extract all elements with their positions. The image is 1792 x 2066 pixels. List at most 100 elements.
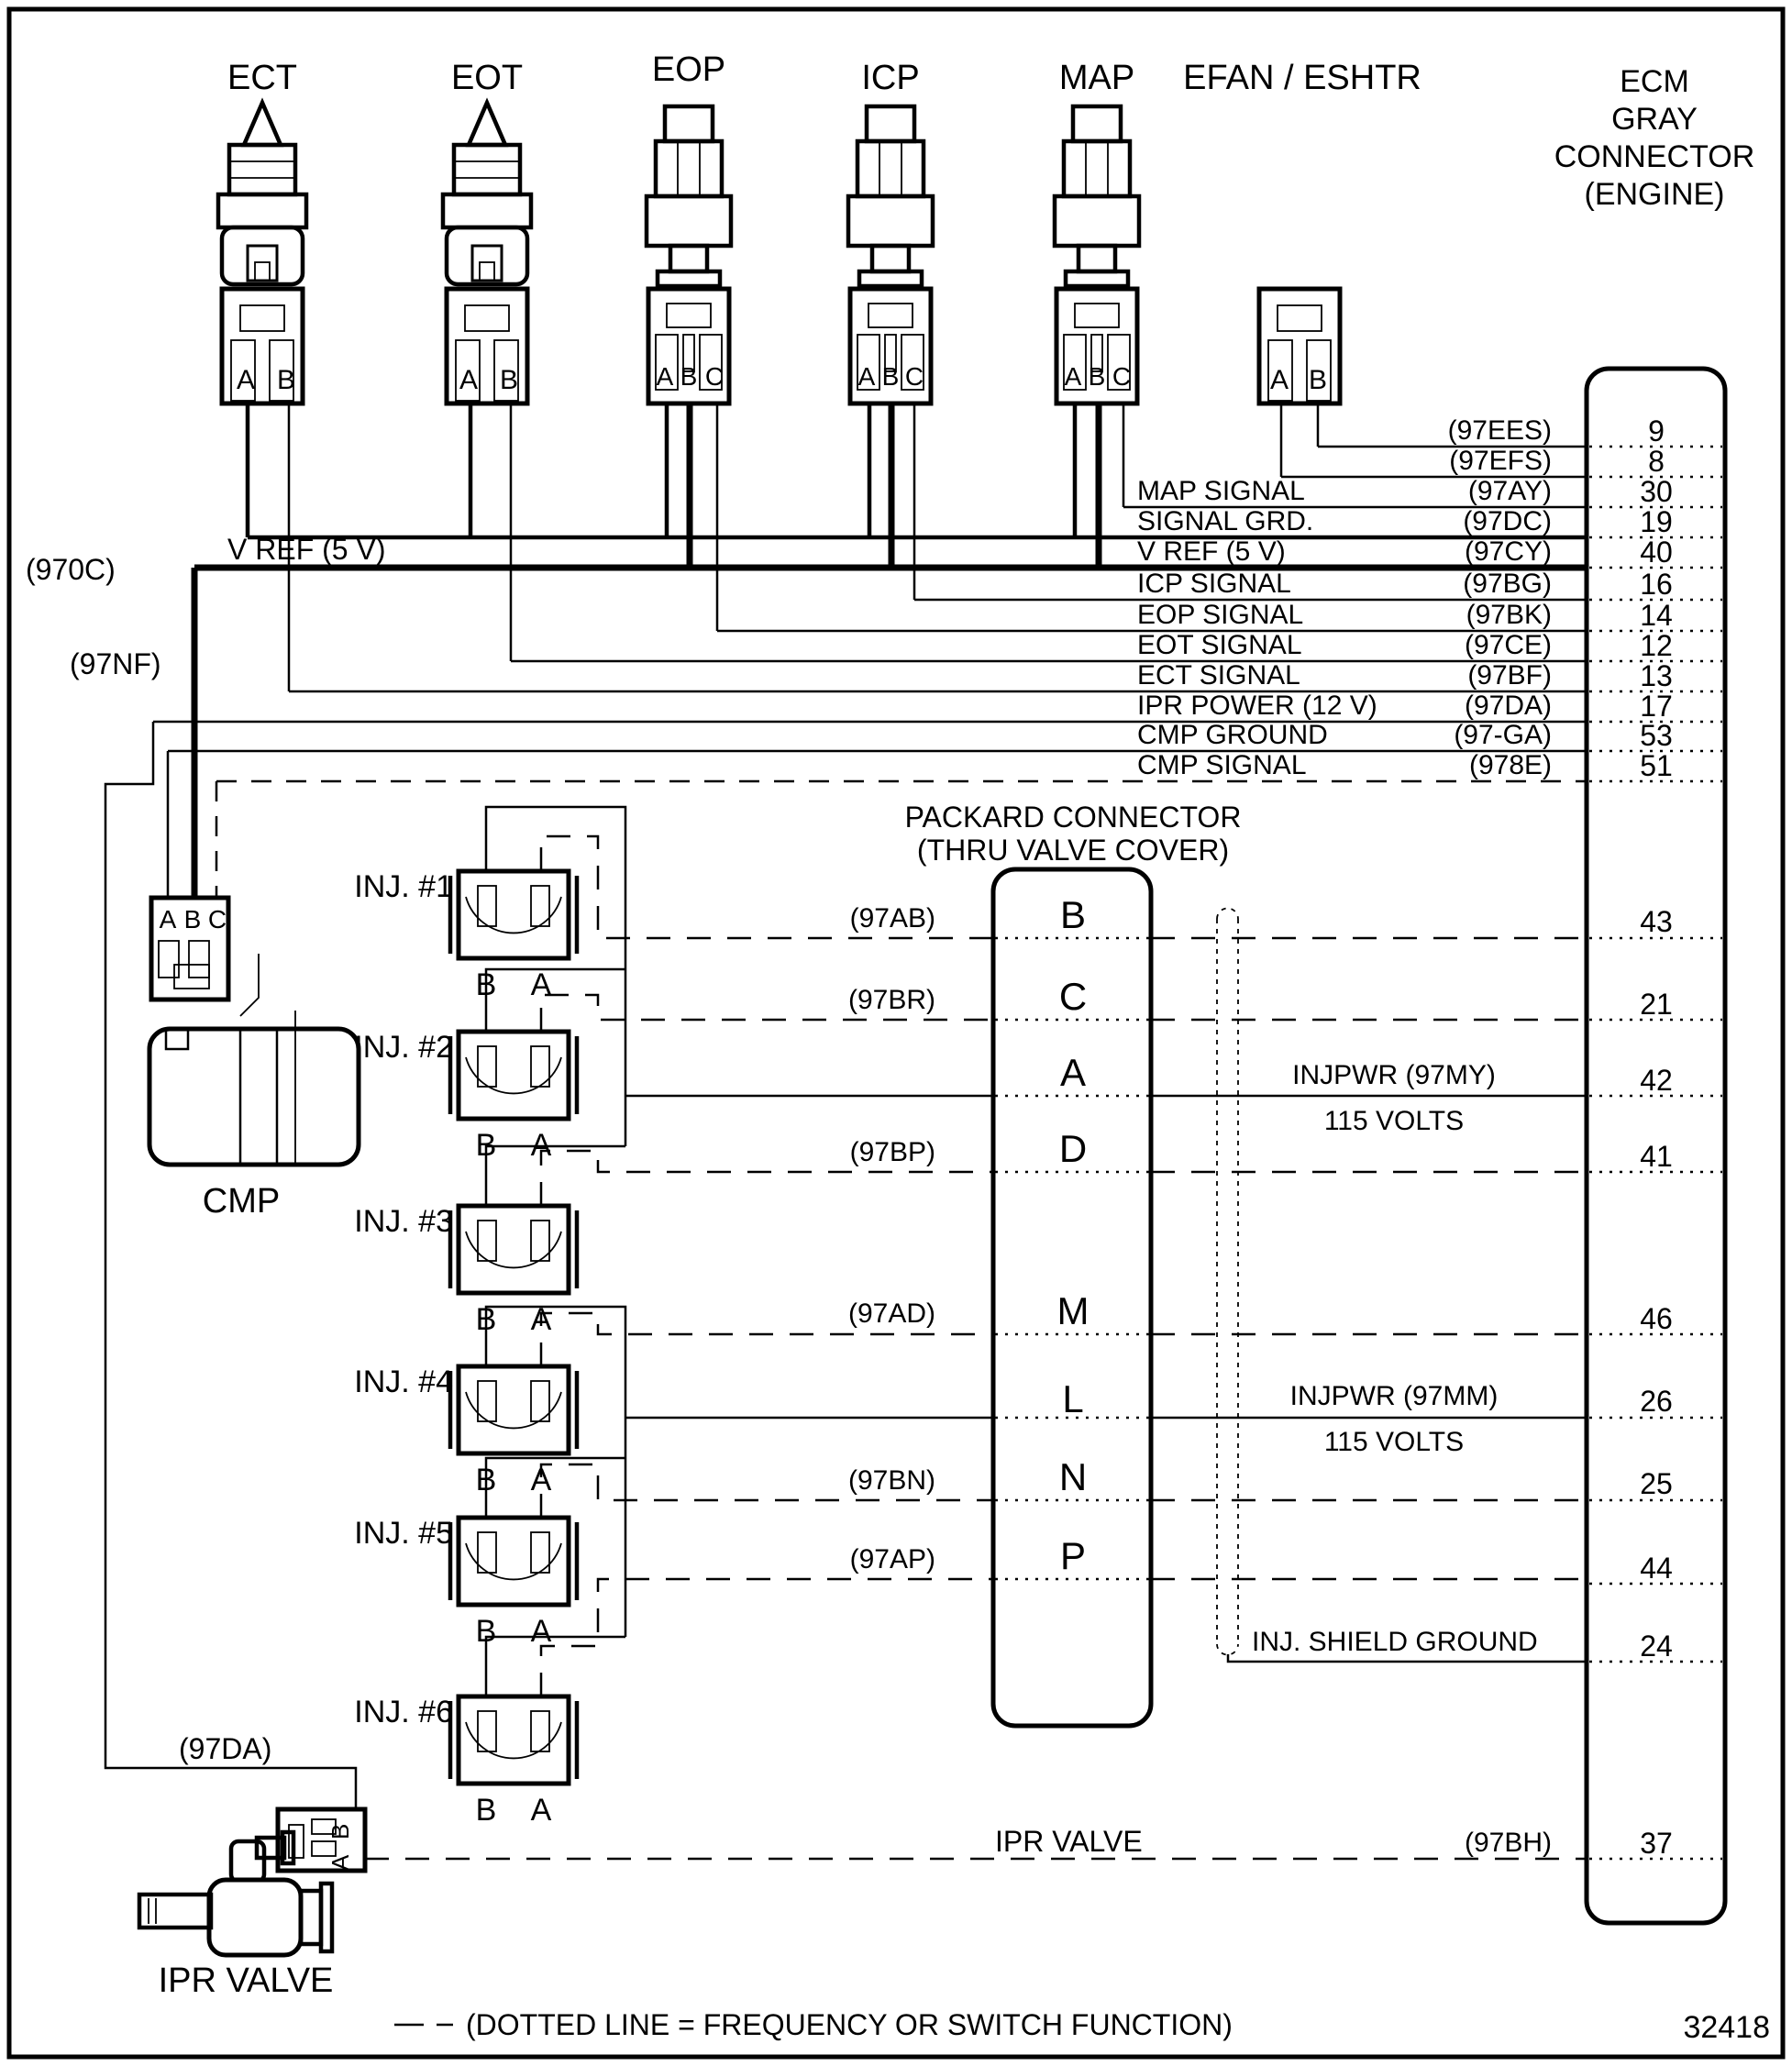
packard-pin-m: M bbox=[1057, 1289, 1090, 1332]
injector-pin-a: A bbox=[531, 1793, 552, 1828]
packard-connector-body bbox=[990, 867, 1154, 1729]
cmp-pin-c: C bbox=[208, 905, 227, 934]
packard-title-1: PACKARD CONNECTOR bbox=[905, 801, 1242, 834]
sensor-glyphs bbox=[216, 97, 1142, 289]
row-pin-26: 26 bbox=[1640, 1385, 1673, 1418]
wire-code-97ab: (97AB) bbox=[850, 903, 935, 934]
cmp-body-icon bbox=[147, 954, 361, 1167]
row-code: (97BF) bbox=[1467, 660, 1552, 691]
row-code: (97EES) bbox=[1448, 415, 1552, 446]
row-code: (97BK) bbox=[1466, 600, 1552, 630]
wire-code-97nf: (97NF) bbox=[70, 647, 161, 680]
wire-code-97bp: (97BP) bbox=[850, 1137, 935, 1167]
injector-pin-a: A bbox=[531, 1128, 552, 1163]
row-pin: 30 bbox=[1640, 475, 1673, 508]
row-code: (978E) bbox=[1469, 750, 1552, 780]
injector-5: INJ. #5 B A bbox=[354, 1515, 580, 1649]
eot-connector: A B bbox=[444, 286, 530, 406]
row-label: CMP GROUND bbox=[1137, 720, 1328, 750]
efan-pin-b: B bbox=[1309, 365, 1327, 395]
injector-1-label: INJ. #1 bbox=[354, 869, 453, 904]
injector-pin-a: A bbox=[531, 1302, 552, 1337]
ipr-valve: (97DA) B A IPR VALVE (97BH) 37 IPR VALVE bbox=[137, 1732, 1673, 2000]
ipr-valve-label: IPR VALVE bbox=[159, 1961, 334, 2000]
injector-3-label: INJ. #3 bbox=[354, 1204, 453, 1239]
packard-connector: PACKARD CONNECTOR (THRU VALVE COVER) B C… bbox=[905, 801, 1242, 1729]
row-label: MAP SIGNAL bbox=[1137, 476, 1305, 506]
page-border bbox=[6, 6, 1786, 2060]
injector-pin-a: A bbox=[531, 967, 552, 1002]
map-connector: A B C bbox=[1054, 286, 1140, 406]
ipr-row-label: IPR VALVE bbox=[995, 1825, 1143, 1858]
eop-pin-a: A bbox=[657, 362, 674, 391]
eop-pin-b: B bbox=[680, 362, 698, 391]
row-code: (97DC) bbox=[1463, 506, 1552, 536]
packard-pin-p: P bbox=[1060, 1534, 1086, 1577]
injector-6: INJ. #6 B A bbox=[354, 1694, 580, 1828]
map-pin-a: A bbox=[1065, 362, 1082, 391]
packard-pin-a: A bbox=[1060, 1051, 1086, 1094]
row-pin: 16 bbox=[1640, 568, 1673, 601]
row-pin: 51 bbox=[1640, 749, 1673, 782]
ect-pin-a: A bbox=[237, 365, 255, 395]
injector-4: INJ. #4 B A bbox=[354, 1364, 580, 1497]
packard-pin-l: L bbox=[1062, 1377, 1083, 1420]
injector-pin-a: A bbox=[531, 1614, 552, 1649]
packard-pin-n: N bbox=[1059, 1455, 1087, 1498]
wire-code-97bn: (97BN) bbox=[848, 1465, 935, 1496]
injector-2-label: INJ. #2 bbox=[354, 1030, 453, 1065]
wire-code-970c: (970C) bbox=[26, 553, 116, 586]
ecm-connector: ECM GRAY CONNECTOR (ENGINE) (97EES) 9 (9… bbox=[1137, 64, 1754, 1926]
efan-connector: A B bbox=[1256, 286, 1343, 406]
map-sensor-icon bbox=[1052, 104, 1142, 289]
sensor-connectors: A B A B A B C A B C bbox=[219, 286, 1343, 406]
row-pin: 19 bbox=[1640, 505, 1673, 538]
row-label: V REF (5 V) bbox=[1137, 536, 1286, 567]
row-pin-25: 25 bbox=[1640, 1467, 1673, 1500]
shield-capsule bbox=[1216, 907, 1239, 1656]
cmp-pin-b: B bbox=[184, 905, 202, 934]
row-code: (97CE) bbox=[1465, 630, 1552, 660]
injpwr-97my-label: INJPWR (97MY) bbox=[1292, 1060, 1496, 1090]
ipr-valve-icon bbox=[137, 1829, 335, 1958]
injector-5-label: INJ. #5 bbox=[354, 1516, 453, 1551]
injectors: (97AB) (97BR) (97BP) (97AD) (97BN) (97AP… bbox=[354, 805, 993, 1828]
row-label: SIGNAL GRD. bbox=[1137, 506, 1313, 536]
wire-code-97ad: (97AD) bbox=[848, 1298, 935, 1329]
row-code: (97EFS) bbox=[1449, 446, 1552, 476]
packard-pin-c: C bbox=[1059, 975, 1087, 1018]
ect-label: ECT bbox=[227, 59, 297, 97]
row-pin-43: 43 bbox=[1640, 905, 1673, 938]
injector-pin-b: B bbox=[476, 1128, 497, 1163]
row-pin-42: 42 bbox=[1640, 1064, 1673, 1097]
ecm-top-rows: (97EES) 9 (97EFS) 8 MAP SIGNAL (97AY) 30… bbox=[1137, 414, 1673, 782]
efan-eshtr-label: EFAN / ESHTR bbox=[1183, 59, 1421, 97]
eop-pin-c: C bbox=[705, 362, 724, 391]
icp-pin-a: A bbox=[858, 362, 876, 391]
wire-code-97ap: (97AP) bbox=[850, 1544, 935, 1574]
eop-sensor-icon bbox=[644, 104, 734, 289]
cmp-label: CMP bbox=[203, 1182, 280, 1221]
ecm-connector-body bbox=[1584, 366, 1728, 1926]
row-pin: 17 bbox=[1640, 690, 1673, 723]
row-label: ICP SIGNAL bbox=[1137, 569, 1291, 599]
injector-6-label: INJ. #6 bbox=[354, 1695, 453, 1729]
row-pin: 14 bbox=[1640, 599, 1673, 632]
icp-pin-b: B bbox=[882, 362, 900, 391]
eot-label: EOT bbox=[451, 59, 523, 97]
row-pin: 12 bbox=[1640, 629, 1673, 662]
injpwr-97my-volts: 115 VOLTS bbox=[1324, 1106, 1464, 1136]
injector-2: INJ. #2 B A bbox=[354, 1029, 580, 1163]
legend: (DOTTED LINE = FREQUENCY OR SWITCH FUNCT… bbox=[394, 2008, 1770, 2045]
ecm-title-4: (ENGINE) bbox=[1585, 177, 1725, 212]
eot-pin-b: B bbox=[500, 365, 518, 395]
figure-number: 32418 bbox=[1683, 2010, 1770, 2045]
row-label: CMP SIGNAL bbox=[1137, 750, 1307, 780]
row-pin-24: 24 bbox=[1640, 1630, 1673, 1663]
wire-code-97bh: (97BH) bbox=[1465, 1828, 1552, 1858]
eot-sensor-icon bbox=[440, 97, 534, 287]
ect-connector: A B bbox=[219, 286, 305, 406]
row-label: EOP SIGNAL bbox=[1137, 600, 1303, 630]
injector-pin-b: B bbox=[476, 1463, 497, 1497]
